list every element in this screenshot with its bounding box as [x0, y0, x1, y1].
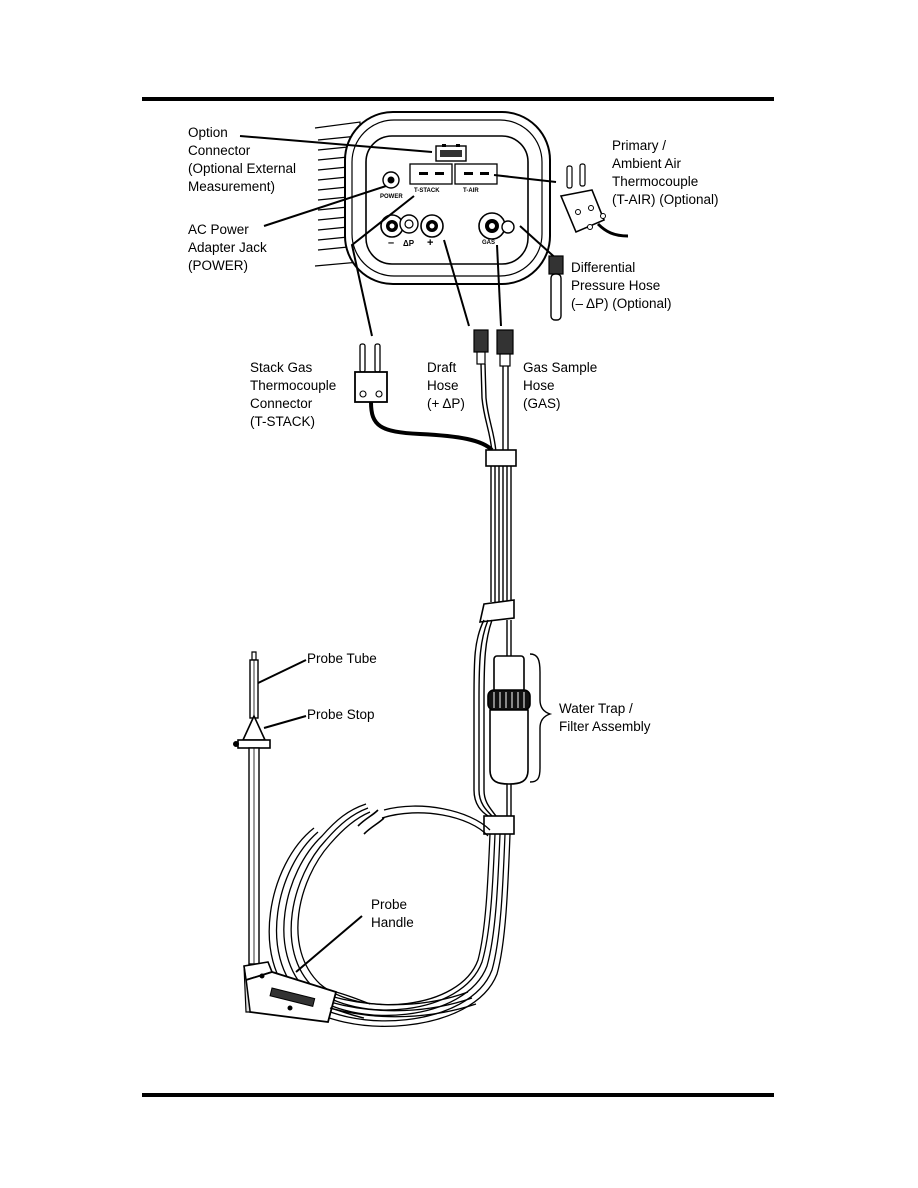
water-trap — [487, 655, 531, 785]
probe-shaft — [248, 747, 260, 965]
svg-text:Gas Sample: Gas Sample — [523, 360, 597, 375]
label-draft-hose: Draft Hose (+ ΔP) — [427, 360, 465, 411]
svg-text:Adapter Jack: Adapter Jack — [188, 240, 267, 255]
svg-text:Thermocouple: Thermocouple — [250, 378, 336, 393]
differential-hose — [548, 255, 564, 321]
svg-text:Ambient Air: Ambient Air — [612, 156, 682, 171]
svg-text:Hose: Hose — [523, 378, 555, 393]
svg-text:Probe Tube: Probe Tube — [307, 651, 377, 666]
t-stack-connector — [354, 343, 494, 452]
svg-text:(POWER): (POWER) — [188, 258, 248, 273]
option-connector-port — [435, 144, 467, 162]
label-probe-tube: Probe Tube — [307, 651, 377, 666]
svg-text:Filter Assembly: Filter Assembly — [559, 719, 651, 734]
svg-text:Connector: Connector — [188, 143, 251, 158]
svg-text:Differential: Differential — [571, 260, 635, 275]
pressure-minus-fitting — [399, 214, 419, 234]
label-primary-air: Primary / Ambient Air Thermocouple (T-AI… — [612, 138, 719, 207]
hose-clamp-upper — [485, 449, 517, 467]
label-differential: Differential Pressure Hose (– ΔP) (Optio… — [571, 260, 672, 311]
svg-text:Water Trap /: Water Trap / — [559, 701, 633, 716]
gas-port: GAS — [478, 212, 515, 246]
svg-text:Primary /: Primary / — [612, 138, 666, 153]
svg-text:Draft: Draft — [427, 360, 457, 375]
delta-p-label: ΔP — [403, 239, 415, 248]
t-stack-label: T-STACK — [414, 188, 440, 194]
probe-handle — [243, 961, 371, 1023]
top-rule — [142, 97, 774, 101]
hose-clamp-lower — [483, 815, 515, 835]
probe-tube — [249, 651, 259, 719]
svg-text:Thermocouple: Thermocouple — [612, 174, 698, 189]
plus-label: + — [427, 237, 433, 249]
hose-bundle — [480, 363, 512, 602]
label-stack-gas: Stack Gas Thermocouple Connector (T-STAC… — [250, 360, 336, 429]
hose-clamp-middle — [478, 599, 515, 623]
label-probe-handle: Probe Handle — [371, 897, 414, 930]
gas-hose-fitting — [496, 329, 514, 367]
label-gas-sample: Gas Sample Hose (GAS) — [523, 360, 597, 411]
label-ac-power: AC Power Adapter Jack (POWER) — [188, 222, 267, 273]
power-jack: POWER — [380, 171, 403, 200]
power-label: POWER — [380, 194, 403, 200]
t-stack-socket: T-STACK — [409, 163, 453, 194]
svg-text:Hose: Hose — [427, 378, 459, 393]
svg-text:Connector: Connector — [250, 396, 313, 411]
minus-label: – — [388, 237, 394, 249]
pressure-plus-port — [420, 214, 444, 238]
svg-text:(+ ΔP): (+ ΔP) — [427, 396, 465, 411]
leader-lines — [239, 135, 561, 973]
svg-text:(GAS): (GAS) — [523, 396, 561, 411]
svg-text:(T-STACK): (T-STACK) — [250, 414, 315, 429]
t-air-label: T-AIR — [463, 188, 479, 194]
label-option-connector: Option Connector (Optional External Meas… — [188, 125, 296, 194]
t-air-socket: T-AIR — [454, 163, 498, 194]
water-trap-bracket — [529, 653, 553, 783]
pressure-minus-port — [380, 214, 404, 238]
label-water-trap: Water Trap / Filter Assembly — [559, 701, 651, 734]
svg-text:Probe Stop: Probe Stop — [307, 707, 375, 722]
bypass-hoses — [473, 619, 512, 817]
probe-stop — [233, 714, 271, 749]
bottom-rule — [142, 1093, 774, 1097]
label-probe-stop: Probe Stop — [307, 707, 375, 722]
t-air-thermocouple — [559, 163, 629, 238]
draft-hose-fitting — [473, 329, 489, 365]
svg-text:Probe: Probe — [371, 897, 407, 912]
svg-text:Stack Gas: Stack Gas — [250, 360, 313, 375]
svg-text:(T-AIR) (Optional): (T-AIR) (Optional) — [612, 192, 719, 207]
svg-text:Measurement): Measurement) — [188, 179, 275, 194]
svg-text:Pressure Hose: Pressure Hose — [571, 278, 660, 293]
svg-text:(Optional External: (Optional External — [188, 161, 296, 176]
svg-text:AC Power: AC Power — [188, 222, 249, 237]
svg-text:Handle: Handle — [371, 915, 414, 930]
svg-text:Option: Option — [188, 125, 228, 140]
svg-text:(– ΔP) (Optional): (– ΔP) (Optional) — [571, 296, 672, 311]
analyzer-housing — [314, 111, 551, 285]
gas-label: GAS — [482, 240, 495, 246]
